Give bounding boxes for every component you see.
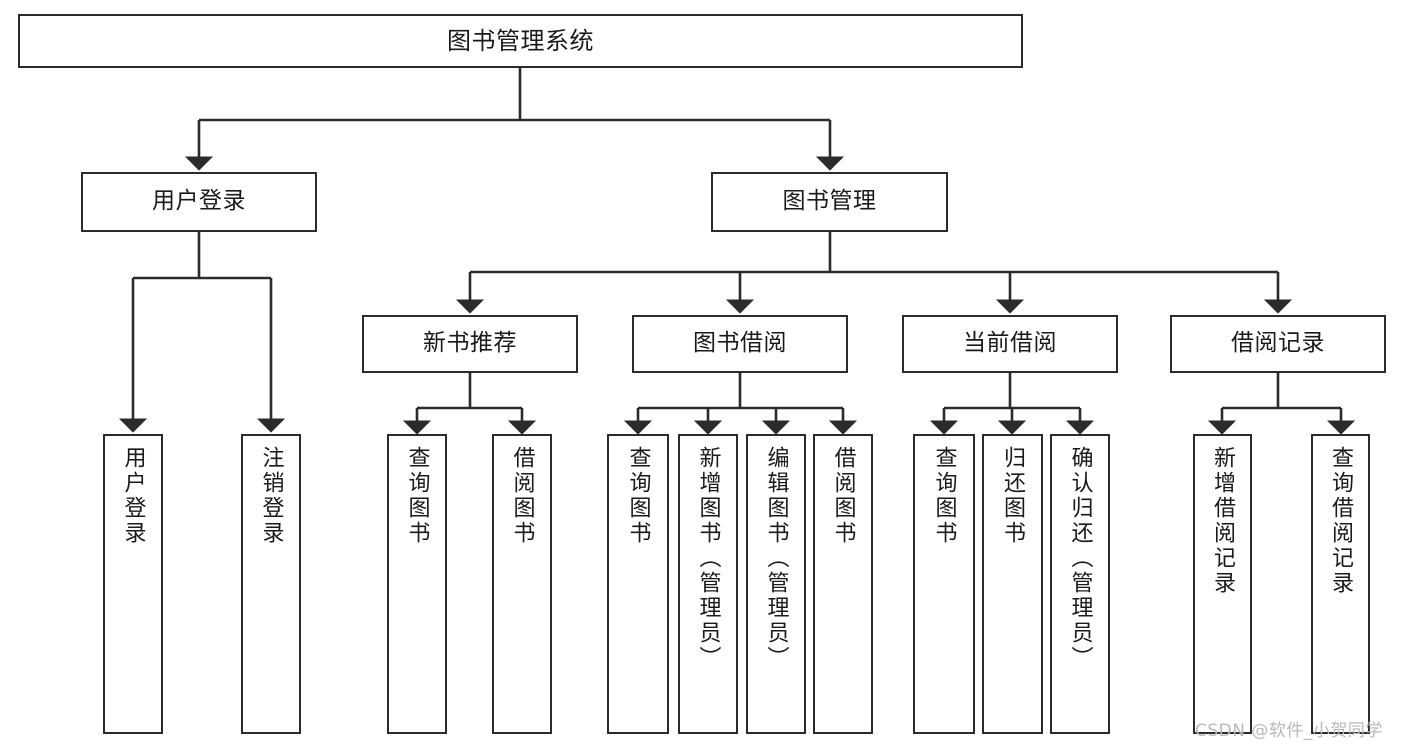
node-leaf-edit-book[interactable]: 编辑图书（管理员） (746, 434, 806, 734)
node-current-borrow[interactable]: 当前借阅 (902, 315, 1118, 373)
node-user-login[interactable]: 用户登录 (81, 172, 317, 232)
node-root[interactable]: 图书管理系统 (18, 14, 1023, 68)
node-leaf-query-book-1-label: 查询图书 (404, 446, 430, 546)
node-leaf-query-book-3[interactable]: 查询图书 (913, 434, 975, 734)
node-borrow-record[interactable]: 借阅记录 (1170, 315, 1386, 373)
node-new-book-recommend-label: 新书推荐 (423, 330, 517, 357)
node-leaf-logout-login-label: 注销登录 (258, 446, 284, 546)
node-leaf-borrow-book-2[interactable]: 借阅图书 (813, 434, 873, 734)
node-leaf-edit-book-label: 编辑图书（管理员） (763, 446, 789, 671)
node-leaf-user-login-label: 用户登录 (120, 446, 146, 546)
node-leaf-query-book-3-label: 查询图书 (931, 446, 957, 546)
node-leaf-borrow-book-1-label: 借阅图书 (509, 446, 535, 546)
node-leaf-confirm-return-label: 确认归还（管理员） (1067, 446, 1093, 671)
node-leaf-query-borrow-record[interactable]: 查询借阅记录 (1311, 434, 1370, 734)
node-leaf-query-borrow-record-label: 查询借阅记录 (1328, 446, 1354, 596)
node-leaf-add-borrow-record-label: 新增借阅记录 (1210, 446, 1236, 596)
node-book-management-label: 图书管理 (782, 188, 877, 215)
node-leaf-return-book[interactable]: 归还图书 (982, 434, 1043, 734)
node-book-borrow[interactable]: 图书借阅 (632, 315, 848, 373)
node-leaf-add-borrow-record[interactable]: 新增借阅记录 (1193, 434, 1252, 734)
node-leaf-query-book-2-label: 查询图书 (625, 446, 651, 546)
node-book-management[interactable]: 图书管理 (711, 172, 948, 232)
watermark-text: CSDN @软件_小贺同学 (1195, 721, 1383, 741)
node-leaf-logout-login[interactable]: 注销登录 (241, 434, 301, 734)
node-leaf-borrow-book-1[interactable]: 借阅图书 (492, 434, 552, 734)
node-leaf-user-login[interactable]: 用户登录 (103, 434, 163, 734)
node-leaf-add-book[interactable]: 新增图书（管理员） (678, 434, 738, 734)
node-borrow-record-label: 借阅记录 (1231, 330, 1325, 357)
node-leaf-return-book-label: 归还图书 (1000, 446, 1026, 546)
node-root-label: 图书管理系统 (447, 26, 594, 55)
node-new-book-recommend[interactable]: 新书推荐 (362, 315, 578, 373)
node-leaf-query-book-2[interactable]: 查询图书 (607, 434, 669, 734)
node-leaf-add-book-label: 新增图书（管理员） (695, 446, 721, 671)
node-leaf-borrow-book-2-label: 借阅图书 (830, 446, 856, 546)
node-leaf-confirm-return[interactable]: 确认归还（管理员） (1050, 434, 1110, 734)
node-current-borrow-label: 当前借阅 (963, 330, 1057, 357)
node-leaf-query-book-1[interactable]: 查询图书 (387, 434, 447, 734)
node-user-login-label: 用户登录 (152, 188, 246, 215)
node-book-borrow-label: 图书借阅 (693, 330, 787, 357)
